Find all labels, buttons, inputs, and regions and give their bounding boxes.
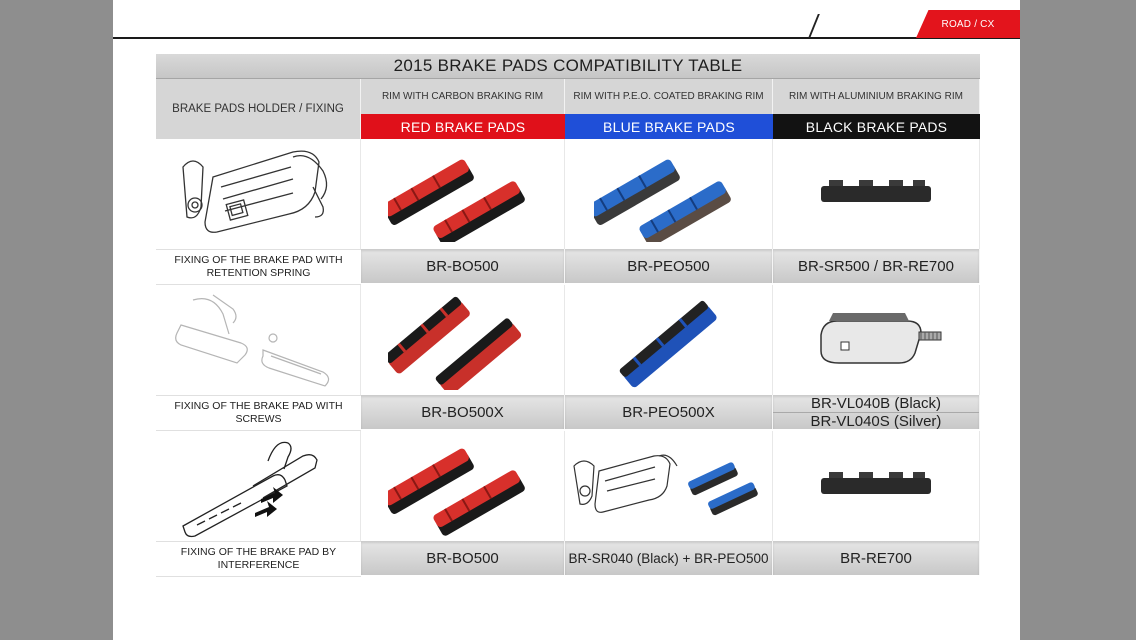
code-cell: BR-BO500X <box>361 395 565 429</box>
right-margin <box>1020 0 1136 640</box>
blue-pad-image <box>565 139 773 249</box>
header-slash <box>808 14 820 38</box>
holder-header: BRAKE PADS HOLDER / FIXING <box>156 79 361 139</box>
code-cell: BR-BO500 <box>361 541 565 575</box>
table-title: 2015 BRAKE PADS COMPATIBILITY TABLE <box>156 54 980 79</box>
pad-band-blue: BLUE BRAKE PADS <box>565 114 773 139</box>
cartridge-holder-image <box>773 285 980 395</box>
code-cell: BR-SR500 / BR-RE700 <box>773 249 980 283</box>
left-margin <box>0 0 113 640</box>
red-pad-image <box>361 139 565 249</box>
holder-spring-illustration <box>156 139 361 249</box>
rim-header-carbon: RIM WITH CARBON BRAKING RIM <box>361 79 565 114</box>
table-row: FIXING OF THE BRAKE PAD WITH RETENTION S… <box>156 139 980 285</box>
red-pad-image <box>361 285 565 395</box>
code-cell: BR-PEO500X <box>565 395 773 429</box>
black-pad-image <box>773 431 980 541</box>
pad-band-black: BLACK BRAKE PADS <box>773 114 980 139</box>
table-header: BRAKE PADS HOLDER / FIXING RIM WITH CARB… <box>156 79 980 139</box>
red-pad-image <box>361 431 565 541</box>
holder-screw-illustration <box>156 285 361 395</box>
fixing-label: FIXING OF THE BRAKE PAD WITH RETENTION S… <box>156 249 361 285</box>
rim-header-aluminium: RIM WITH ALUMINIUM BRAKING RIM <box>773 79 980 114</box>
fixing-label: FIXING OF THE BRAKE PAD WITH SCREWS <box>156 395 361 431</box>
holder-with-blue-pads-image <box>565 431 773 541</box>
compatibility-table: 2015 BRAKE PADS COMPATIBILITY TABLE BRAK… <box>156 54 980 577</box>
code-cell-black: BR-VL040B (Black) <box>810 394 942 412</box>
black-pad-image <box>773 139 980 249</box>
code-cell: BR-PEO500 <box>565 249 773 283</box>
holder-interference-illustration <box>156 431 361 541</box>
code-cell-silver: BR-VL040S (Silver) <box>773 411 979 430</box>
code-cell: BR-SR040 (Black) + BR-PEO500 <box>565 541 773 575</box>
rim-header-peo: RIM WITH P.E.O. COATED BRAKING RIM <box>565 79 773 114</box>
blue-pad-image <box>565 285 773 395</box>
code-cell-split: BR-VL040B (Black) BR-VL040S (Silver) <box>773 394 980 430</box>
fixing-label: FIXING OF THE BRAKE PAD BY INTERFERENCE <box>156 541 361 577</box>
section-tab[interactable]: ROAD / CX <box>916 10 1020 38</box>
pad-band-red: RED BRAKE PADS <box>361 114 565 139</box>
table-row: FIXING OF THE BRAKE PAD WITH SCREWS BR-B… <box>156 285 980 431</box>
header-rule <box>113 37 1020 39</box>
document-page: ROAD / CX 2015 BRAKE PADS COMPATIBILITY … <box>113 0 1020 640</box>
code-cell: BR-RE700 <box>773 541 980 575</box>
table-row: FIXING OF THE BRAKE PAD BY INTERFERENCE … <box>156 431 980 577</box>
code-cell: BR-BO500 <box>361 249 565 283</box>
